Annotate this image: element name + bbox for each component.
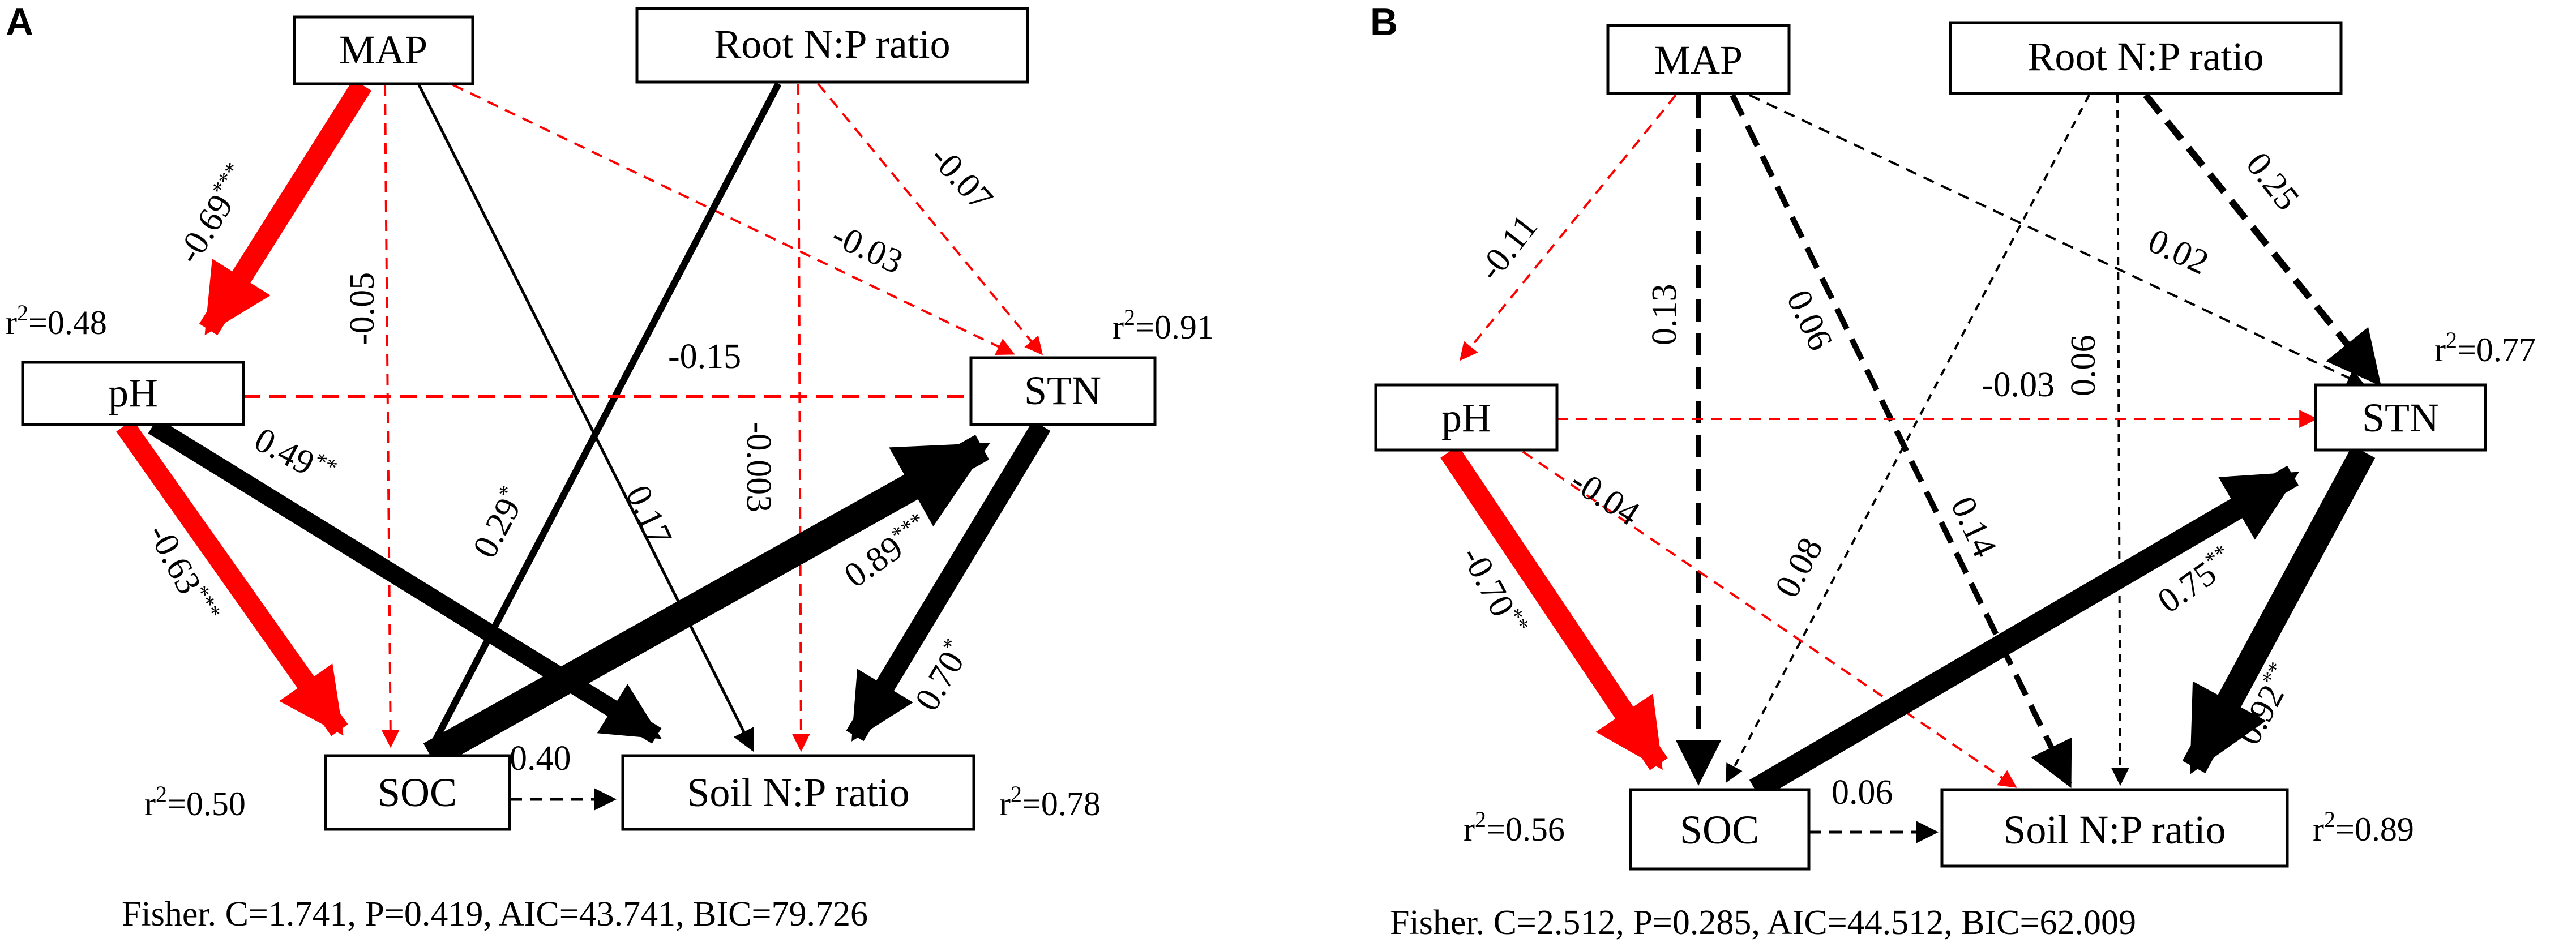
coef-a-map-soil: 0.17 [618, 479, 679, 551]
coef-b-root-soc: 0.08 [1768, 532, 1830, 604]
panel-b: B [1370, 1, 2536, 942]
coef-a-ph-stn: -0.15 [668, 337, 741, 376]
node-a-root-label: Root N:P ratio [714, 22, 950, 67]
path-b-ph-soil [1522, 451, 2017, 788]
node-a-map: MAP [293, 15, 474, 85]
panel-b-letter: B [1370, 1, 1398, 44]
node-b-soil-label: Soil N:P ratio [2003, 807, 2226, 853]
coef-b-ph-stn: -0.03 [1982, 366, 2055, 404]
node-a-ph: pH [21, 361, 245, 426]
node-b-soil: Soil N:P ratio [1940, 788, 2289, 868]
coef-b-soc-soil: 0.06 [1832, 773, 1893, 812]
coef-b-map-soil-2: 0.14 [1943, 491, 2004, 563]
path-b-map-stn [1749, 94, 2365, 387]
path-a-root-soil [791, 83, 810, 752]
r2-a-ph: r2=0.48 [6, 300, 107, 341]
path-a-soc-stn [423, 435, 990, 768]
path-a-map-stn [452, 84, 1015, 355]
coef-b-root-stn: 0.25 [2239, 145, 2307, 217]
path-a-map-ph [199, 79, 372, 336]
path-b-root-soil [2111, 95, 2129, 786]
path-b-ph-soc [1440, 445, 1668, 770]
node-b-stn-label: STN [2362, 395, 2439, 440]
node-a-ph-label: pH [108, 370, 158, 415]
node-a-map-label: MAP [339, 27, 427, 72]
node-b-ph: pH [1374, 383, 1559, 452]
path-b-map-soil [1730, 93, 2072, 789]
node-a-soc-label: SOC [378, 770, 457, 815]
coef-a-map-stn: -0.03 [826, 216, 909, 281]
panel-a-letter: A [6, 1, 33, 44]
coef-a-root-soil: -0.003 [739, 422, 778, 512]
fisher-a: Fisher. C=1.741, P=0.419, AIC=43.741, BI… [122, 895, 868, 933]
panel-a: A [6, 1, 1214, 933]
node-b-root-label: Root N:P ratio [2027, 34, 2263, 79]
path-a-ph-soc [116, 419, 348, 736]
r2-a-soil: r2=0.78 [999, 781, 1101, 823]
node-b-map: MAP [1606, 24, 1791, 95]
node-b-map-label: MAP [1654, 37, 1743, 83]
node-b-soc-label: SOC [1680, 807, 1759, 853]
coef-b-ph-soil: -0.04 [1564, 461, 1646, 533]
coef-a-soc-soil: 0.40 [510, 739, 571, 778]
coef-b-map-stn: 0.02 [2142, 221, 2214, 282]
path-b-root-stn [2143, 93, 2382, 387]
r2-b-soil: r2=0.89 [2313, 807, 2414, 848]
path-b-map-ph [1459, 94, 1677, 361]
node-a-root: Root N:P ratio [635, 7, 1029, 84]
node-b-ph-label: pH [1441, 395, 1491, 440]
coef-a-root-stn: -0.07 [923, 138, 1000, 218]
node-a-soil-label: Soil N:P ratio [687, 770, 909, 815]
r2-b-soc: r2=0.56 [1464, 807, 1565, 848]
path-a-root-stn [817, 83, 1043, 355]
panel-a-paths [116, 79, 1051, 811]
path-b-soc-stn [1749, 465, 2300, 800]
coef-a-ph-soil: 0.49** [248, 418, 341, 494]
node-a-soil: Soil N:P ratio [621, 754, 975, 831]
node-a-stn-label: STN [1024, 368, 1101, 413]
path-b-stn-soil [2182, 445, 2376, 774]
fisher-b: Fisher. C=2.512, P=0.285, AIC=44.512, BI… [1390, 903, 2136, 942]
path-b-root-soc [1726, 95, 2090, 783]
panel-b-paths [1440, 93, 2382, 843]
coef-b-root-soil: 0.06 [2064, 335, 2103, 397]
coef-a-map-soc: -0.05 [343, 272, 382, 345]
node-a-stn: STN [969, 356, 1157, 426]
path-a-stn-soil [846, 420, 1051, 742]
coef-a-ph-soc: -0.63*** [140, 517, 226, 631]
r2-a-stn: r2=0.91 [1112, 305, 1214, 346]
node-b-soc: SOC [1629, 788, 1811, 871]
r2-b-stn: r2=0.77 [2434, 327, 2536, 369]
path-a-map-soil [417, 84, 755, 752]
coef-b-map-ph: -0.11 [1470, 208, 1545, 288]
node-a-soc: SOC [324, 754, 511, 831]
node-b-stn: STN [2314, 383, 2487, 452]
r2-a-soc: r2=0.50 [144, 781, 246, 823]
coef-b-map-soc: 0.13 [1645, 284, 1684, 346]
coef-a-root-soc: 0.29* [464, 481, 534, 564]
node-b-root: Root N:P ratio [1949, 21, 2343, 95]
path-a-map-soc [381, 84, 400, 748]
